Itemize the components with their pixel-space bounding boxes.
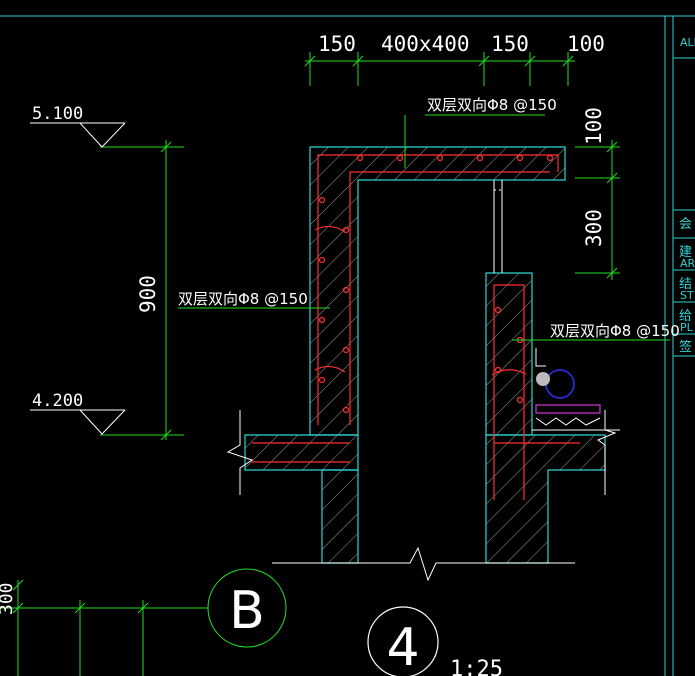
top-dimension-chain [304, 52, 575, 86]
rebar-note-left: 双层双向Φ8 @150 [178, 290, 308, 308]
dim-top-2: 400x400 [381, 32, 470, 56]
title-block-label-jie: 结 [679, 277, 692, 292]
detail-number: 4 [386, 618, 419, 676]
title-block-label-ar: AR [680, 257, 695, 270]
left-dimension-900 [100, 140, 184, 441]
dim-top-3: 150 [491, 32, 529, 56]
concrete-section [244, 146, 606, 564]
dim-top-1: 150 [318, 32, 356, 56]
title-block-label-st: ST [680, 289, 694, 302]
right-dimension-chain [575, 140, 620, 280]
drain-detail [532, 348, 620, 431]
title-block-label-gei: 给 [679, 309, 692, 324]
detail-marker [367, 606, 439, 676]
leader-lines [178, 114, 670, 341]
rebar-note-top: 双层双向Φ8 @150 [427, 96, 557, 114]
rebar-note-right: 双层双向Φ8 @150 [550, 322, 680, 340]
title-block-label-pl: PL [680, 321, 694, 334]
detail-scale: 1:25 [450, 657, 503, 676]
grid-edge-dim: 300 [0, 582, 17, 615]
grid-axis [0, 568, 287, 676]
rebar [252, 154, 580, 500]
level-upper-text: 5.100 [32, 104, 83, 124]
dim-top-4: 100 [567, 32, 605, 56]
level-lower-text: 4.200 [32, 391, 83, 411]
title-block-label-hui: 会 [679, 217, 692, 232]
dim-right-1: 100 [582, 107, 606, 145]
level-marker-lower [30, 409, 126, 435]
title-block [0, 15, 695, 676]
grid-axis-label: B [229, 581, 265, 641]
title-block-label-qian: 签 [679, 339, 692, 355]
title-block-label-all: ALL [680, 36, 695, 49]
level-marker-upper [30, 122, 126, 148]
dim-right-2: 300 [582, 209, 606, 247]
break-lines [226, 410, 617, 582]
title-block-label-jian: 建 [679, 245, 692, 260]
dim-left: 900 [136, 275, 160, 313]
